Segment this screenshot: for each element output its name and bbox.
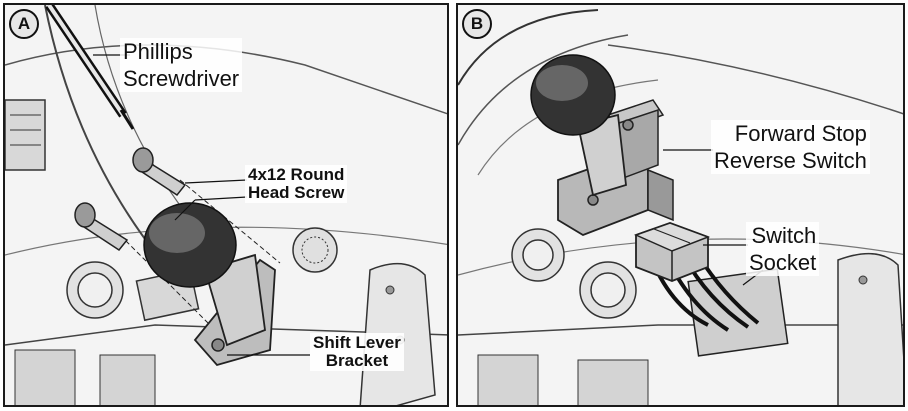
step-b-letter: B — [470, 14, 484, 33]
switch-socket-label: Switch Socket — [746, 222, 820, 276]
bracket-label-line2: Bracket — [325, 351, 389, 370]
step-a-letter: A — [17, 14, 31, 33]
air-vent — [5, 99, 46, 171]
bracket-label-line1: Shift Lever — [313, 333, 401, 352]
switch-label-line2: Reverse Switch — [714, 148, 867, 173]
step-a-panel: A Phillips Screwdriver 4x12 Round Head S… — [3, 3, 449, 407]
forward-stop-reverse-switch-label: Forward Stop Reverse Switch — [711, 120, 870, 174]
socket-label-line2: Socket — [749, 250, 817, 275]
switch-label-line1: Forward Stop — [734, 121, 867, 146]
round-head-screw-label: 4x12 Round Head Screw — [245, 165, 348, 203]
switch-socket — [633, 222, 711, 282]
round-head-screw-upper — [132, 147, 187, 197]
round-head-screw-lower — [74, 202, 129, 252]
screwdriver-label-line1: Phillips — [123, 39, 193, 64]
step-a-badge: A — [9, 9, 39, 39]
speaker-grille — [292, 227, 338, 273]
step-b-illustration — [458, 9, 903, 405]
socket-label-line1: Switch — [751, 223, 817, 248]
screwdriver-label-line2: Screwdriver — [123, 66, 240, 91]
step-b-badge: B — [462, 9, 492, 39]
phillips-screwdriver — [45, 5, 135, 130]
step-b-panel: B Forward Stop Reverse Switch Switch Soc… — [456, 3, 905, 407]
screw-label-line2: Head Screw — [248, 183, 345, 202]
screw-label-line1: 4x12 Round — [248, 165, 345, 184]
shift-lever-bracket-label: Shift Lever Bracket — [310, 333, 404, 371]
phillips-screwdriver-label: Phillips Screwdriver — [120, 38, 243, 92]
